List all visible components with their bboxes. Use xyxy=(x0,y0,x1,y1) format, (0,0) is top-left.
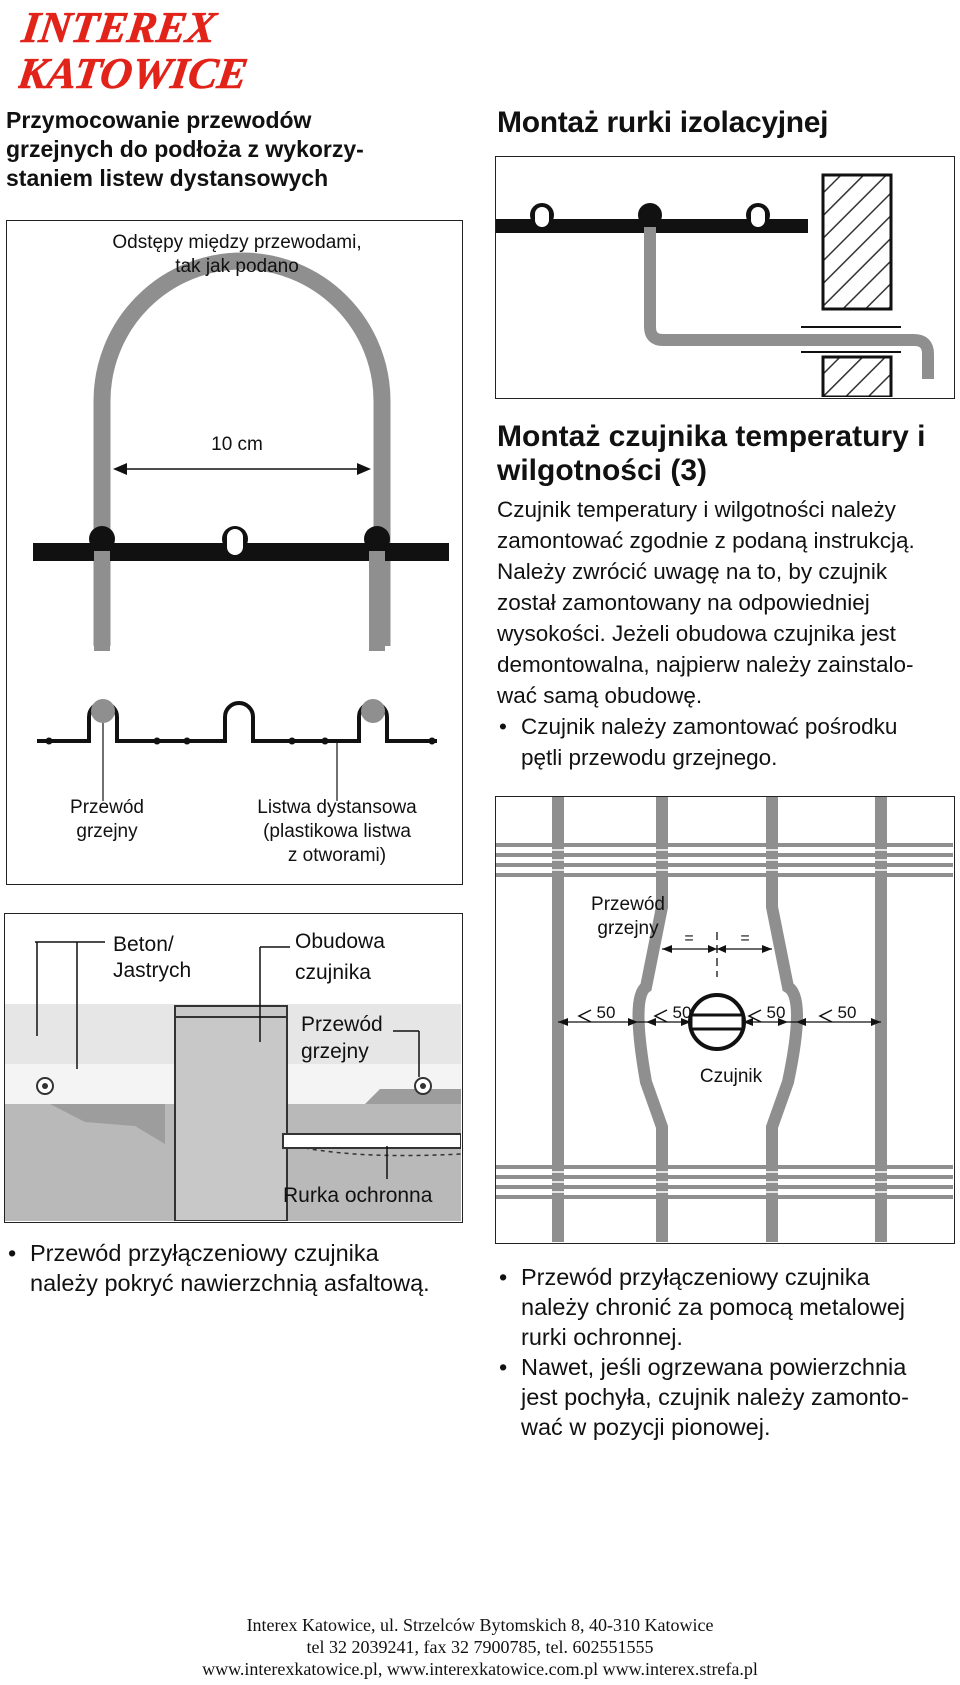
cross-cable-label: Przewód grzejny xyxy=(301,1013,383,1063)
sensor-housing xyxy=(174,1005,288,1221)
conduit-heading: Montaż rurki izolacyjnej xyxy=(497,106,829,139)
footer-links: www.interexkatowice.pl, www.interexkatow… xyxy=(202,1659,758,1679)
logo-line2: KATOWICE xyxy=(18,49,251,92)
distance-mark-4: 50 xyxy=(837,1003,857,1022)
conduit-diagram xyxy=(495,156,955,399)
pipe-label: Rurka ochronna xyxy=(283,1184,433,1207)
distance-mark-2: 50 xyxy=(672,1003,692,1022)
horizontal-cables-top xyxy=(496,843,953,877)
bottom-left-note: Przewód przyłączeniowy czujnika należy p… xyxy=(6,1238,476,1298)
sensor-bullet: Czujnik należy zamontować pośrodku pętli… xyxy=(497,711,957,773)
distance-label: 10 cm xyxy=(211,434,263,455)
heating-cable-loop xyxy=(93,252,391,646)
cross-section-diagram: Beton/ Jastrych Obudowa czujnika Przewód… xyxy=(4,913,463,1223)
conduit-cable xyxy=(644,227,934,379)
pipe-protection-note: Przewód przyłączeniowy czujnika należy c… xyxy=(497,1262,957,1352)
plan-view-diagram: Przewód grzejny = = 50 50 50 50 Czujnik xyxy=(495,796,955,1244)
spacer-strip-diagram: Odstępy między przewodami, tak jak podan… xyxy=(6,220,463,885)
equal-mark-right: = xyxy=(740,930,750,947)
distance-mark-3: 50 xyxy=(766,1003,786,1022)
footer: Interex Katowice, ul. Strzelców Bytomski… xyxy=(0,1614,960,1680)
wall-upper xyxy=(821,173,893,311)
protective-pipe xyxy=(282,1133,461,1149)
distance-mark-1: 50 xyxy=(596,1003,616,1022)
concrete-label: Beton/ Jastrych xyxy=(113,933,192,982)
sensor-label: Czujnik xyxy=(699,1066,763,1087)
housing-label: Obudowa czujnika xyxy=(295,930,385,984)
spacer-strip-heading: Przymocowanie przewodów grzejnych do pod… xyxy=(6,107,364,191)
equal-mark-left: = xyxy=(684,930,694,947)
footer-address: Interex Katowice, ul. Strzelców Bytomski… xyxy=(246,1615,714,1635)
sensor-heading: Montaż czujnika temperatury i wilgotnośc… xyxy=(497,420,926,487)
vertical-mount-note: Nawet, jeśli ogrzewana powierzchnia jest… xyxy=(497,1352,957,1442)
spacer-strip-label: Listwa dystansowa (plastikowa listwa z o… xyxy=(257,797,417,866)
bottom-right-notes: Przewód przyłączeniowy czujnika należy c… xyxy=(497,1262,957,1442)
horizontal-cables-bottom xyxy=(496,1165,953,1199)
interex-logo: INTEREX KATOWICE xyxy=(18,4,251,92)
plan-cable-label: Przewód grzejny xyxy=(591,894,665,939)
logo-line1: INTEREX xyxy=(18,4,220,52)
sensor-description: Czujnik temperatury i wilgotności należy… xyxy=(497,494,957,773)
wall-lower xyxy=(821,355,893,397)
cable-label: Przewód grzejny xyxy=(70,797,144,842)
spacing-label: Odstępy między przewodami, tak jak podan… xyxy=(112,232,362,277)
footer-phone: tel 32 2039241, fax 32 7900785, tel. 602… xyxy=(306,1637,654,1657)
